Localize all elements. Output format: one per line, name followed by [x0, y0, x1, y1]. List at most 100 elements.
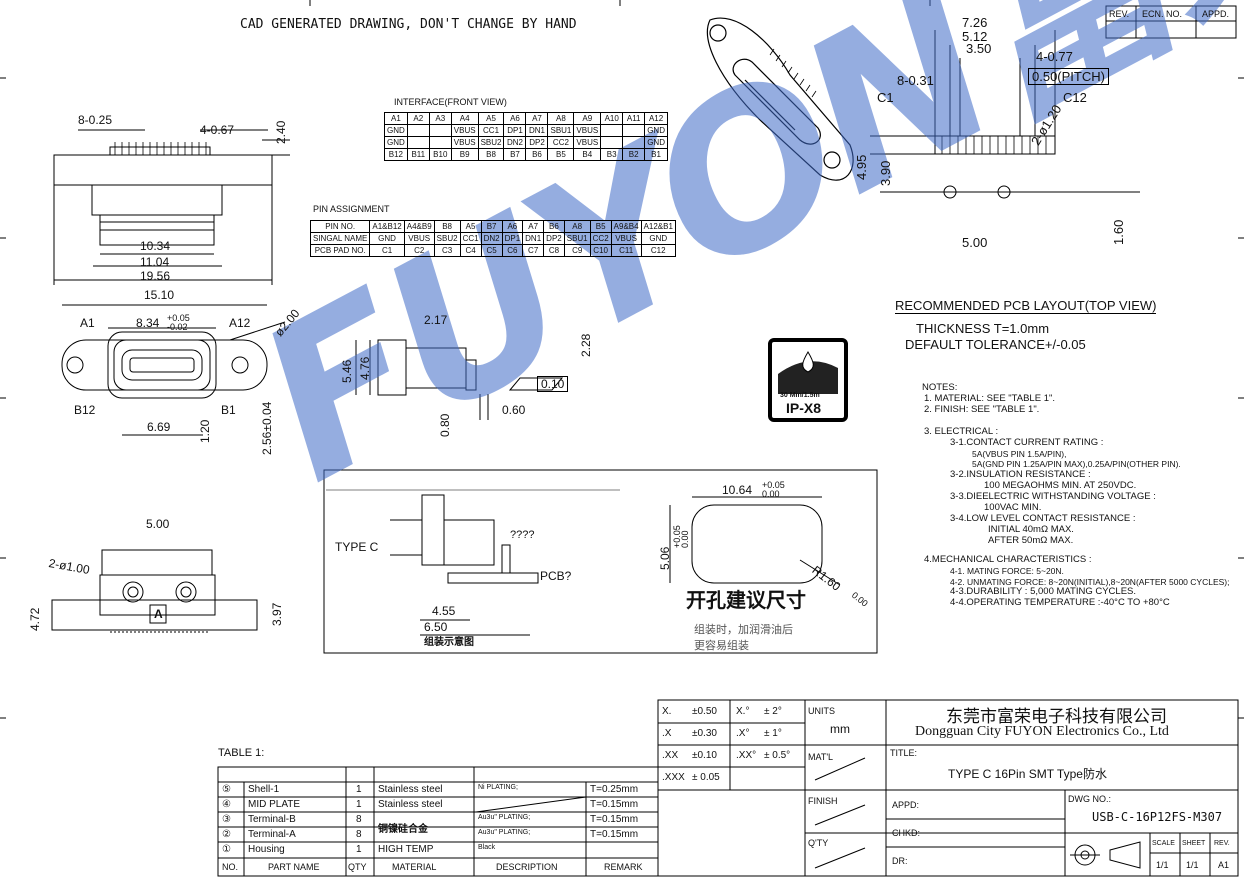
- pin-table-cell: CC2: [589, 232, 612, 245]
- note-line: INITIAL 40mΩ MAX.: [988, 523, 1074, 535]
- tolerance-cell: .XXX: [662, 772, 685, 783]
- dim-1510: 15.10: [144, 288, 175, 302]
- label-a12: A12: [229, 316, 251, 330]
- ip-label: IP-X8: [786, 400, 822, 416]
- label-b1: B1: [221, 403, 236, 417]
- dim-350: 3.50: [966, 41, 992, 56]
- tolerance-cell: ±0.10: [692, 750, 717, 761]
- rev-value: A1: [1218, 860, 1230, 870]
- interface-table-cell: [428, 124, 452, 137]
- title-label: TITLE:: [890, 748, 918, 758]
- finish-label: FINISH: [808, 796, 838, 806]
- table1-header-description: DESCRIPTION: [496, 862, 558, 872]
- pin-a-mark: A: [154, 607, 163, 621]
- pin-table-cell: C10: [589, 244, 612, 257]
- dim-080: 0.80: [438, 413, 452, 437]
- table1-cell-material: Stainless steel: [378, 784, 443, 795]
- interface-table-cell: GND: [384, 136, 408, 149]
- interface-table-cell: A4: [450, 112, 479, 125]
- pin-table-cell: SBU2: [433, 232, 461, 245]
- table1-cell-qty: 1: [356, 844, 362, 855]
- pin-table-cell: VBUS: [403, 232, 435, 245]
- pin-table-cell: DN2: [480, 232, 503, 245]
- interface-table-cell: [406, 136, 430, 149]
- table1-cell-qty: 1: [356, 799, 362, 810]
- dim-1104: 11.04: [140, 255, 170, 269]
- pin-table-cell: VBUS: [610, 232, 642, 245]
- assembly-caption: 组装示意图: [424, 637, 474, 648]
- dim-726: 7.26: [962, 15, 988, 30]
- table1-cell-qty: 8: [356, 814, 362, 825]
- dim-834-tol-up: +0.05: [167, 313, 190, 323]
- interface-table-cell: A3: [428, 112, 452, 125]
- dwg-no-label: DWG NO.:: [1068, 794, 1111, 804]
- table1-cell-material: HIGH TEMP: [378, 844, 434, 855]
- pin-table-cell: C11: [610, 244, 642, 257]
- pin-table-cell: C4: [459, 244, 482, 257]
- title-value: TYPE C 16Pin SMT Type防水: [948, 767, 1107, 781]
- qty-label: Q'TY: [808, 838, 829, 848]
- ip-rating-text: 30 Min/1.5m: [780, 392, 820, 399]
- note-line: 5A(VBUS PIN 1.5A/PIN),: [972, 448, 1067, 459]
- dim-1064-tol-up: +0.05: [762, 480, 785, 490]
- table1-cell-remark: T=0.25mm: [590, 784, 639, 795]
- front-view-drawing: [53, 129, 290, 285]
- interface-table-title: INTERFACE(FRONT VIEW): [394, 97, 507, 107]
- dim-8-025: 8-0.25: [78, 113, 113, 127]
- interface-table-cell: A9: [573, 112, 602, 125]
- interface-table-cell: [600, 124, 624, 137]
- notes-block: NOTES: 1. MATERIAL: SEE "TABLE 1". 2. FI…: [922, 382, 1229, 609]
- pin-table-cell: A1&B12: [369, 220, 405, 233]
- pin-table-cell: C2: [403, 244, 435, 257]
- pin-table-cell: C9: [563, 244, 591, 257]
- table1-cell-no: ④: [222, 799, 231, 810]
- table1-cell-no: ③: [222, 814, 231, 825]
- table1-title: TABLE 1:: [218, 747, 265, 759]
- note-line: 1. MATERIAL: SEE "TABLE 1".: [924, 392, 1055, 404]
- dim-217: 2.17: [424, 313, 448, 327]
- interface-table-cell: A5: [477, 112, 505, 125]
- table1-cell-desc: Au3u" PLATING;: [478, 814, 531, 821]
- dim-pitch: 0.50(PITCH): [1028, 68, 1109, 85]
- interface-table-cell: [406, 124, 430, 137]
- pin-table-cell: A6: [501, 220, 524, 233]
- dim-4-067: 4-0.67: [200, 123, 235, 137]
- company-name-cn: 东莞市富荣电子科技有限公司: [946, 707, 1167, 727]
- dim-546: 5.46: [340, 359, 354, 383]
- tolerance-cell: ± 0.5°: [764, 750, 791, 761]
- dim-476: 4.76: [358, 356, 372, 380]
- pcb-layout-title: RECOMMENDED PCB LAYOUT(TOP VIEW): [895, 298, 1157, 314]
- interface-table-cell: B11: [406, 148, 430, 161]
- table1-cell-desc: Au3u" PLATING;: [478, 829, 531, 836]
- dim-669: 6.69: [147, 420, 171, 434]
- dim-1956: 19.56: [140, 269, 171, 283]
- dim-506-tol-down: 0.00: [680, 530, 690, 548]
- pin-table-title: PIN ASSIGNMENT: [313, 204, 390, 214]
- note-line: 3. ELECTRICAL :: [924, 425, 999, 437]
- interface-table-cell: B5: [547, 148, 575, 161]
- dim-160: 1.60: [1111, 219, 1126, 245]
- pin-table-cell: C5: [480, 244, 503, 257]
- dim-472: 4.72: [28, 607, 42, 631]
- tolerance-cell: ± 2°: [764, 706, 782, 717]
- pin-table-cell: GND: [640, 232, 676, 245]
- dim-834-tol-down: -0.02: [167, 322, 188, 332]
- interface-table-cell: A8: [547, 112, 575, 125]
- dim-390: 3.90: [878, 160, 893, 186]
- cutout-slot: [669, 496, 841, 586]
- pcb-tolerance: DEFAULT TOLERANCE+/-0.05: [905, 337, 1086, 352]
- pin-table-cell: DP1: [501, 232, 524, 245]
- tolerance-cell: ± 0.05: [692, 772, 720, 783]
- dim-512: 5.12: [962, 29, 988, 44]
- pin-table-cell: B5: [589, 220, 612, 233]
- interface-table-cell: A6: [503, 112, 527, 125]
- interface-table-cell: A1: [384, 112, 408, 125]
- pin-table-cell: C12: [640, 244, 676, 257]
- table1-cell-part: Shell-1: [248, 784, 280, 795]
